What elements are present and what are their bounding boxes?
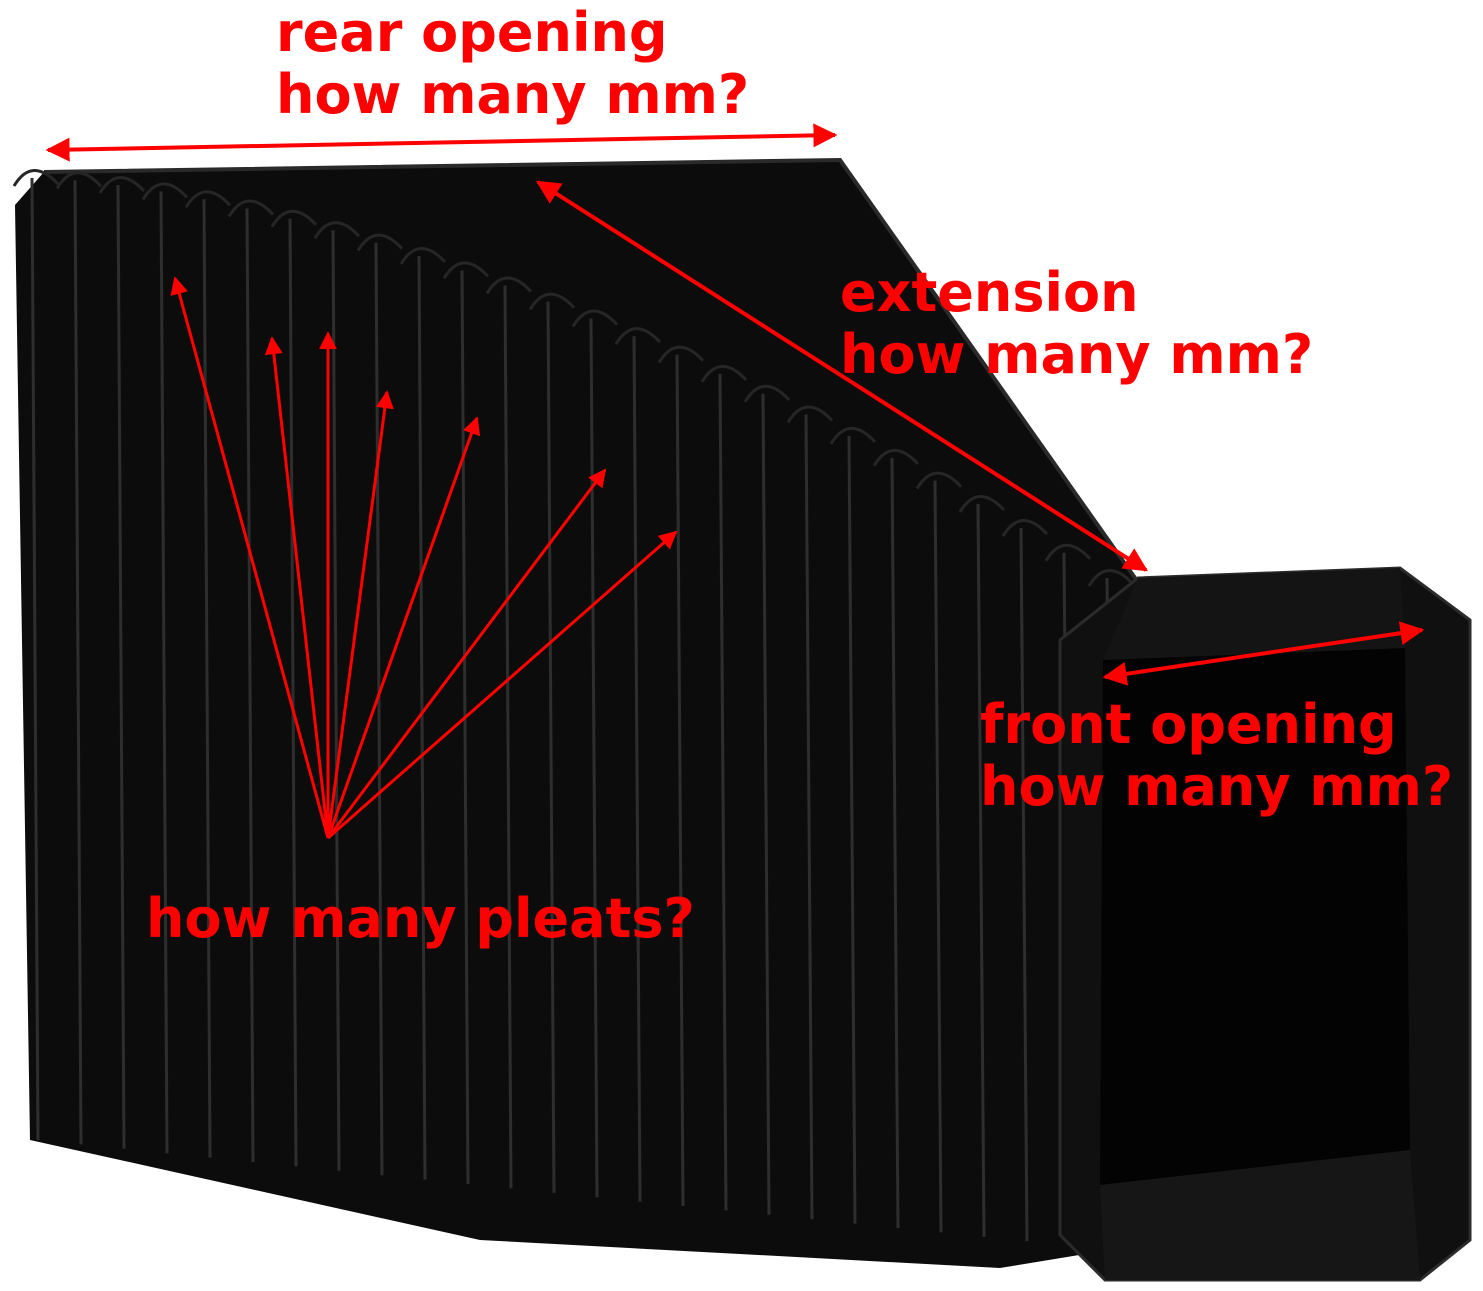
- rear-opening-line2: how many mm?: [276, 63, 750, 126]
- front-opening-arrow: [1102, 621, 1425, 686]
- front-opening-label: front opening how many mm?: [980, 694, 1453, 818]
- extension-arrow: [535, 180, 1149, 572]
- pleat-fold-line: [288, 218, 298, 1167]
- pleats-label: how many pleats?: [146, 888, 695, 950]
- pleat-fold-line: [417, 255, 427, 1180]
- pleat-arrow: [327, 530, 678, 840]
- pleat-fold-line: [331, 230, 341, 1171]
- pleat-fold-cap: [141, 182, 189, 201]
- pleat-fold-cap: [12, 169, 60, 187]
- front-opening-line1: front opening: [980, 693, 1397, 756]
- annotation-arrows: [45, 123, 1425, 686]
- pleat-arrows: [170, 276, 678, 840]
- pleat-fold-line: [933, 480, 943, 1233]
- pleat-fold-line: [30, 177, 40, 1141]
- extension-line1: extension: [840, 261, 1139, 324]
- pleat-fold-cap: [98, 176, 146, 194]
- extension-line2: how many mm?: [840, 323, 1314, 386]
- pleat-fold-line: [976, 503, 986, 1237]
- pleat-fold-line: [1019, 528, 1029, 1242]
- front-opening-line2: how many mm?: [980, 755, 1454, 818]
- pleat-fold-line: [202, 199, 212, 1158]
- rear-opening-label: rear opening how many mm?: [276, 2, 749, 126]
- pleat-fold-line: [460, 270, 470, 1185]
- pleats-line: how many pleats?: [146, 887, 695, 950]
- pleat-arrow: [326, 416, 481, 839]
- rear-opening-line1: rear opening: [276, 1, 668, 64]
- pleat-fold-cap: [313, 221, 361, 239]
- pleat-fold-cap: [399, 247, 447, 265]
- pleat-fold-cap: [485, 276, 533, 295]
- front-opening: [1100, 648, 1410, 1185]
- pleat-fold-cap: [184, 190, 232, 209]
- pleat-arrow: [326, 390, 394, 839]
- pleat-fold-cap: [356, 233, 404, 252]
- rear-opening-arrow: [45, 123, 838, 162]
- pleat-arrow: [170, 276, 330, 839]
- pleat-fold-line: [890, 457, 900, 1229]
- pleat-fold-cap: [55, 171, 103, 190]
- pleat-arrow: [264, 336, 330, 839]
- front-frame-inner-bottom: [1100, 1150, 1420, 1280]
- pleat-fold-cap: [442, 261, 490, 280]
- pleat-fold-line: [245, 208, 255, 1163]
- pleat-fold-line: [503, 285, 513, 1189]
- front-frame-inner-top: [1103, 568, 1405, 660]
- pleat-fold-line: [116, 185, 126, 1149]
- pleat-fold-cap: [227, 199, 275, 218]
- extension-label: extension how many mm?: [840, 262, 1313, 386]
- pleat-fold-line: [159, 191, 169, 1154]
- pleat-fold-line: [73, 180, 83, 1145]
- pleat-arrow: [326, 468, 607, 839]
- pleat-fold-cap: [270, 209, 318, 228]
